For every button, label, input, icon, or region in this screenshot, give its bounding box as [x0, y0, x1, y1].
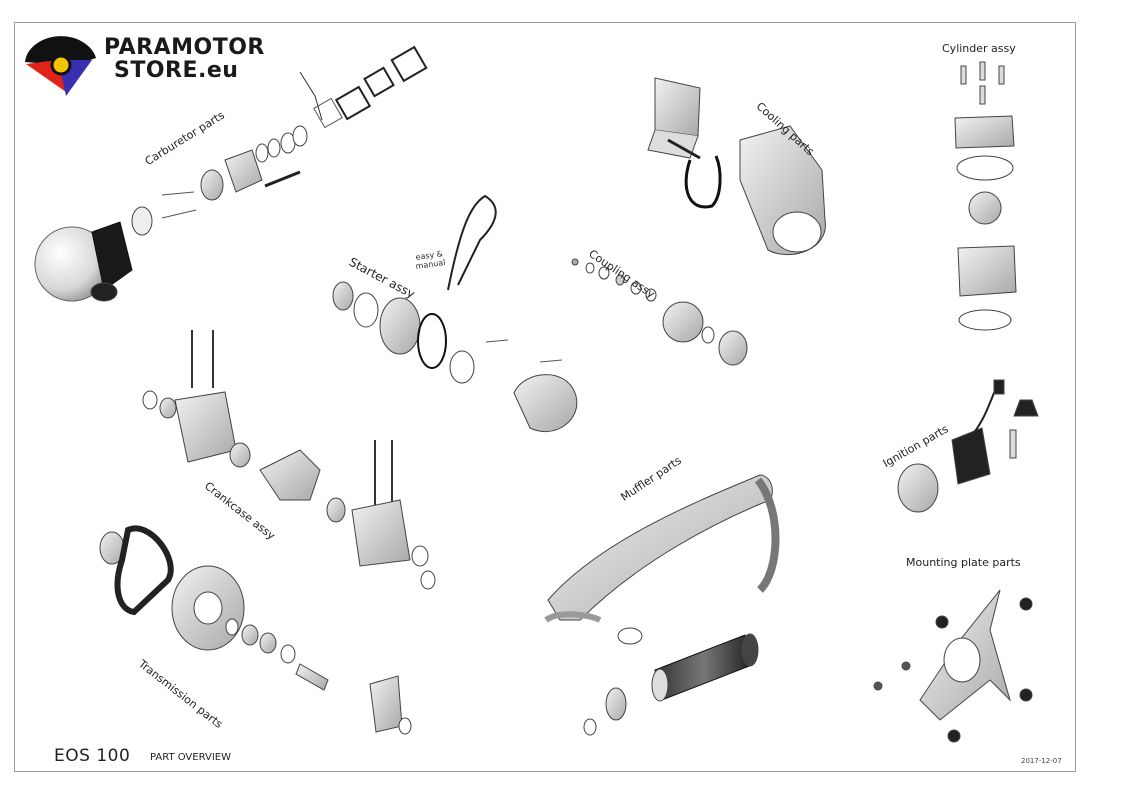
mounting-plate-parts-drawing — [873, 589, 1033, 743]
brand-line-2: STORE.eu — [114, 58, 239, 84]
brand-line-1: PARAMOTOR — [104, 35, 265, 60]
starter-assy-drawing — [332, 194, 578, 433]
sheet-frame — [14, 22, 1076, 772]
model-title: EOS 100 — [54, 746, 131, 766]
sheet-date: 2017-12-07 — [1021, 757, 1062, 765]
coupling-assy-drawing — [571, 258, 748, 366]
ignition-parts-drawing — [897, 379, 1039, 513]
crankcase-assy-drawing — [142, 330, 436, 590]
carburetor-parts-drawing — [34, 45, 428, 302]
brand-wordmark: PARAMOTOR STORE.eu — [104, 36, 265, 82]
muffler-parts-drawing — [544, 474, 780, 736]
cylinder-assy-label: Cylinder assy — [942, 42, 1016, 55]
mounting-plate-parts-label: Mounting plate parts — [906, 556, 1021, 569]
cooling-parts-drawing — [647, 77, 826, 255]
cylinder-assy-drawing — [954, 61, 1017, 331]
brand-logo-icon — [25, 36, 96, 96]
transmission-parts-drawing — [99, 525, 412, 735]
sheet-subtitle: PART OVERVIEW — [150, 752, 231, 763]
